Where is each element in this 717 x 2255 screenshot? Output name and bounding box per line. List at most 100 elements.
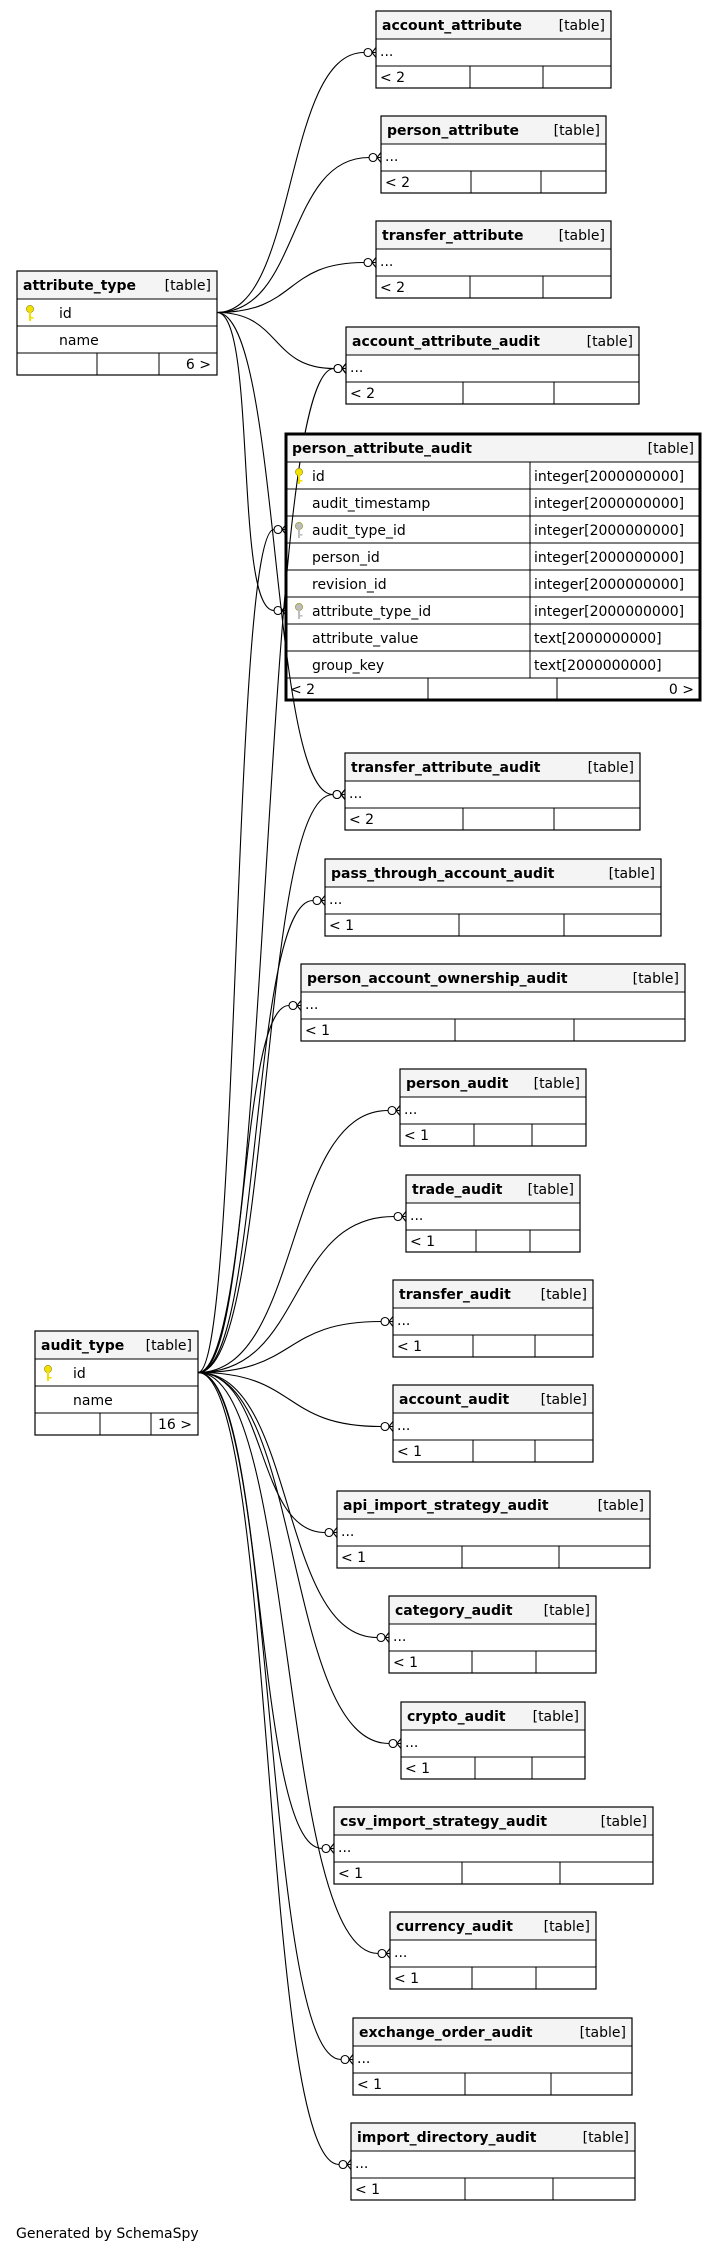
columns-ellipsis: ... xyxy=(305,997,318,1013)
column-type: integer[2000000000] xyxy=(534,496,684,512)
column-type: text[2000000000] xyxy=(534,631,662,647)
table-exchange-order-audit[interactable]: exchange_order_audit[table]...< 1 xyxy=(352,2017,633,2096)
incoming-count: < 2 xyxy=(380,70,405,86)
table-footer: < 2 xyxy=(380,276,544,298)
incoming-count: < 2 xyxy=(290,682,315,698)
relationship-edge xyxy=(197,1371,390,1643)
columns-ellipsis: ... xyxy=(355,2156,368,2172)
relationship-edge xyxy=(197,789,346,1374)
table-border xyxy=(333,1806,654,1885)
optional-circle xyxy=(380,1316,390,1327)
incoming-count: < 2 xyxy=(380,280,405,296)
incoming-count: < 1 xyxy=(338,1866,363,1882)
generated-by-footer: Generated by SchemaSpy xyxy=(16,2226,199,2242)
column-type: integer[2000000000] xyxy=(534,577,684,593)
table-border xyxy=(336,1490,651,1569)
table-person-account-ownership-audit[interactable]: person_account_ownership_audit[table]...… xyxy=(300,963,686,1042)
column-row[interactable]: name xyxy=(35,1385,198,1409)
relationship-edges xyxy=(197,47,407,2170)
incoming-count: < 1 xyxy=(410,1234,435,1250)
column-row[interactable]: name xyxy=(17,325,217,349)
column-name: audit_type_id xyxy=(312,523,406,539)
table-name: person_attribute xyxy=(387,123,519,139)
table-footer: < 1 xyxy=(397,1440,536,1462)
table-category-audit[interactable]: category_audit[table]...< 1 xyxy=(388,1595,597,1674)
columns-ellipsis: ... xyxy=(397,1418,410,1434)
relationship-edge xyxy=(197,524,287,1374)
incoming-count: < 2 xyxy=(350,386,375,402)
table-csv-import-strategy-audit[interactable]: csv_import_strategy_audit[table]...< 1 xyxy=(333,1806,654,1885)
table-footer: < 2 xyxy=(349,808,555,830)
table-account-audit[interactable]: account_audit[table]...< 1 xyxy=(392,1384,594,1463)
table-trade-audit[interactable]: trade_audit[table]...< 1 xyxy=(405,1174,581,1253)
table-crypto-audit[interactable]: crypto_audit[table]...< 1 xyxy=(400,1701,586,1780)
column-row[interactable]: id xyxy=(44,1365,86,1382)
optional-circle xyxy=(332,789,342,800)
table-type-label: [table] xyxy=(633,971,679,987)
column-name: revision_id xyxy=(312,577,387,593)
table-border xyxy=(389,1911,597,1990)
relationship-edge xyxy=(216,311,347,374)
columns-ellipsis: ... xyxy=(410,1208,423,1224)
table-pass-through-account-audit[interactable]: pass_through_account_audit[table]...< 1 xyxy=(324,858,662,937)
table-type-label: [table] xyxy=(588,760,634,776)
relationship-edge xyxy=(216,47,377,314)
table-type-label: [table] xyxy=(559,228,605,244)
columns-ellipsis: ... xyxy=(404,1102,417,1118)
table-name: account_audit xyxy=(399,1392,510,1408)
column-name: id xyxy=(59,306,72,322)
table-type-label: [table] xyxy=(528,1182,574,1198)
table-transfer-attribute[interactable]: transfer_attribute[table]...< 2 xyxy=(375,220,612,299)
relationship-edge xyxy=(197,1371,391,1959)
columns-ellipsis: ... xyxy=(350,360,363,376)
table-footer: < 1 xyxy=(338,1862,561,1884)
column-name: name xyxy=(73,1393,113,1409)
table-person-audit[interactable]: person_audit[table]...< 1 xyxy=(399,1068,587,1147)
table-name: account_attribute_audit xyxy=(352,334,540,350)
columns-ellipsis: ... xyxy=(405,1735,418,1751)
table-currency-audit[interactable]: currency_audit[table]...< 1 xyxy=(389,1911,597,1990)
table-border xyxy=(324,858,662,937)
relationship-edge xyxy=(197,1371,402,1749)
table-transfer-audit[interactable]: transfer_audit[table]...< 1 xyxy=(392,1279,594,1358)
column-row[interactable]: id xyxy=(26,305,72,322)
table-border xyxy=(388,1595,597,1674)
columns-ellipsis: ... xyxy=(393,1629,406,1645)
optional-circle xyxy=(388,1738,398,1749)
table-name: person_audit xyxy=(406,1076,509,1092)
table-person-attribute[interactable]: person_attribute[table]...< 2 xyxy=(380,115,607,194)
column-type: integer[2000000000] xyxy=(534,550,684,566)
optional-circle xyxy=(380,1421,390,1432)
table-account-attribute[interactable]: account_attribute[table]...< 2 xyxy=(375,10,612,89)
column-row[interactable]: revision_id integer[2000000000] xyxy=(286,569,700,597)
relationship-edge xyxy=(197,895,326,1374)
table-footer: 16 > xyxy=(99,1413,192,1435)
incoming-count: < 1 xyxy=(329,918,354,934)
table-footer: < 1 xyxy=(341,1546,560,1568)
table-import-directory-audit[interactable]: import_directory_audit[table]...< 1 xyxy=(350,2122,636,2201)
relationship-edge xyxy=(197,1371,354,2065)
table-transfer-attribute-audit[interactable]: transfer_attribute_audit[table]...< 2 xyxy=(344,752,641,831)
optional-circle xyxy=(376,1632,386,1643)
table-name: currency_audit xyxy=(396,1919,513,1935)
column-name: id xyxy=(73,1366,86,1382)
table-name: csv_import_strategy_audit xyxy=(340,1814,547,1830)
table-footer: < 1 xyxy=(393,1651,537,1673)
table-type-label: [table] xyxy=(580,2025,626,2041)
table-type-label: [table] xyxy=(533,1709,579,1725)
outgoing-count: 16 > xyxy=(158,1417,192,1433)
table-type-label: [table] xyxy=(165,278,211,294)
table-api-import-strategy-audit[interactable]: api_import_strategy_audit[table]...< 1 xyxy=(336,1490,651,1569)
table-account-attribute-audit[interactable]: account_attribute_audit[table]...< 2 xyxy=(345,326,640,405)
primary-key-icon xyxy=(295,468,303,484)
